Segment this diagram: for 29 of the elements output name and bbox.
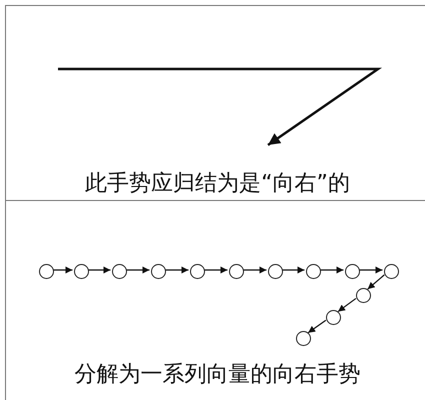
panel [5, 5, 425, 200]
circle-node [326, 310, 340, 324]
circle-node [344, 264, 360, 278]
arrow [282, 266, 304, 274]
arrow [126, 266, 150, 274]
circle-node [150, 264, 166, 278]
panel-label: 此手势应归结为是“向右”的 [84, 170, 351, 198]
panel-label: 分解为一系列向量的向右手势 [74, 361, 362, 389]
circle-node [296, 330, 310, 346]
circle-node [268, 264, 282, 278]
circle-node [38, 264, 54, 278]
circle-node [112, 264, 126, 278]
arrow [204, 266, 228, 274]
circle-node [228, 264, 244, 278]
arrow [242, 266, 266, 274]
arrow [164, 266, 188, 274]
arrow [338, 298, 356, 312]
panel [5, 200, 425, 400]
circle-node [384, 264, 398, 278]
arrow [358, 266, 382, 274]
arrow [52, 266, 72, 274]
circle-node [74, 264, 88, 278]
arrow [367, 274, 385, 290]
arrow [88, 266, 110, 274]
arrow [320, 266, 344, 274]
arrow [308, 320, 326, 334]
circle-node [190, 264, 204, 278]
circle-node [306, 264, 320, 278]
circle-node [356, 288, 370, 302]
